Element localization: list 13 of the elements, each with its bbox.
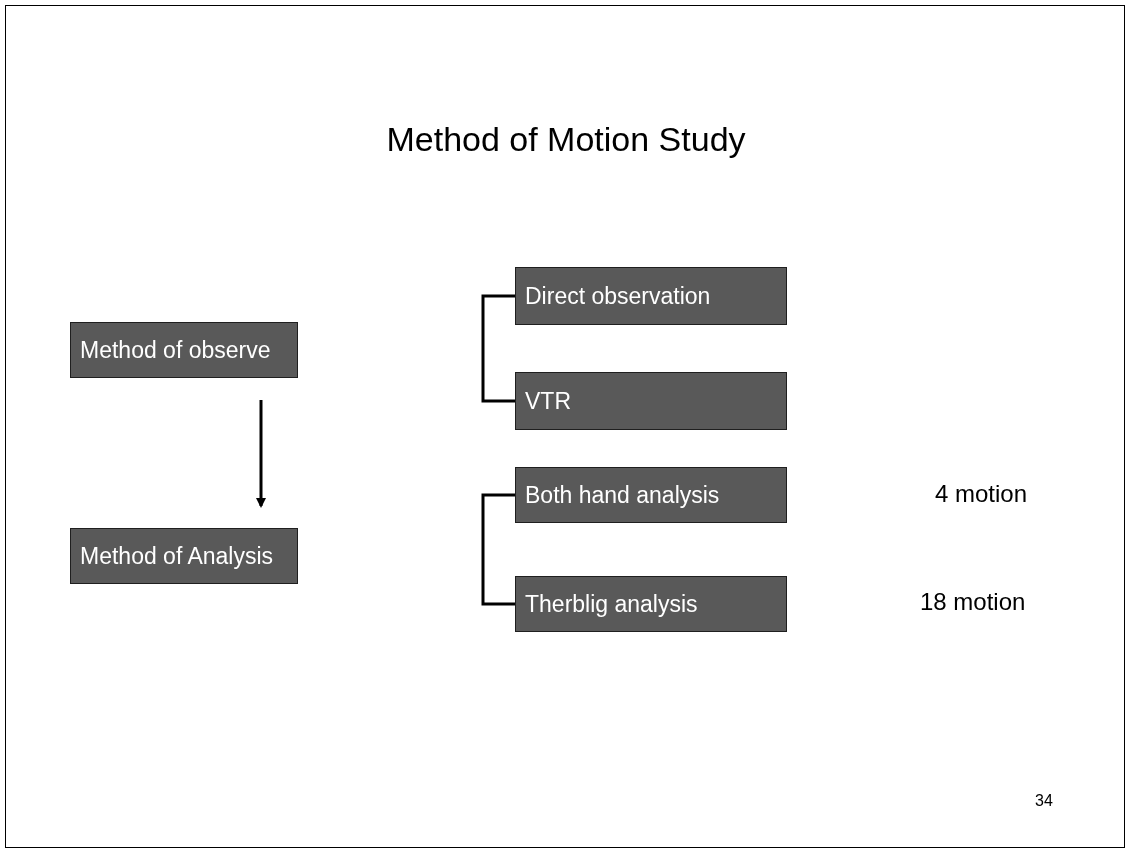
slide-title: Method of Motion Study [385, 120, 747, 159]
process-box: Both hand analysis [515, 467, 787, 523]
arrow [256, 400, 266, 508]
process-box: Therblig analysis [515, 576, 787, 632]
motion-count: 4 motion [935, 480, 1028, 508]
process-box: VTR [515, 372, 787, 430]
page-number: 34 [1035, 792, 1053, 810]
motion-count: 18 motion [920, 588, 1026, 616]
process-box: Method of observe [70, 322, 298, 378]
process-box: Method of Analysis [70, 528, 298, 584]
process-box: Direct observation [515, 267, 787, 325]
bracket-connector [481, 493, 515, 606]
bracket-connector [481, 294, 515, 403]
